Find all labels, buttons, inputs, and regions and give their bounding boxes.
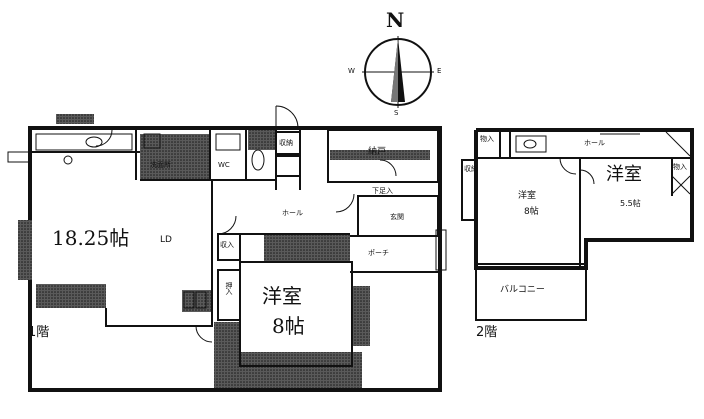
washroom-label: 洗面所 [150,161,171,169]
shoe-storage-label: 下足入 [372,187,393,195]
ld-size-label: 18.25帖 [52,226,130,250]
ld-tag-label: LD [160,235,172,245]
hall-label-1f: ホール [282,209,303,217]
closet-label-1: 収納 [279,139,293,147]
floor1-fixtures [7,133,447,309]
porch-label: ポーチ [368,249,389,257]
closet-2f-label-2: 収納 [464,165,478,173]
closet-2f-label-3: 物入 [673,163,687,171]
balcony-label: バルコニー [500,285,545,295]
hall-label-2f: ホール [584,139,605,147]
floor1-partitions [30,129,441,367]
western-room-a-size-label: 8帖 [524,207,539,217]
compass-west-label: W [348,67,355,75]
floor2-walls [474,128,694,270]
storage-room-label: 納戸 [368,147,387,157]
western-room-b-label: 洋室 [606,164,642,185]
western-room-label: 洋室 [262,284,302,308]
compass-rose [362,36,434,108]
toilet-label: WC [218,161,230,169]
floor2-partitions [461,130,692,321]
floor1-label: 1階 [28,325,50,340]
western-room-size-label: 8帖 [272,314,305,338]
compass-south-label: S [394,109,399,117]
closet-label-2: 収入 [220,241,234,249]
floor1-doors [95,105,397,343]
entrance-label: 玄関 [390,213,404,221]
floor2-fixtures [515,131,691,195]
floor2-label: 2階 [476,325,498,340]
floor1-hatched-walls [18,114,430,388]
compass-north-label: N [386,8,405,32]
closet-2f-label-1: 物入 [480,135,494,143]
western-room-b-size-label: 5.5帖 [620,199,641,208]
closet-label-3: 押入 [225,282,233,294]
compass-east-label: E [437,67,442,75]
western-room-a-label: 洋室 [518,191,537,201]
